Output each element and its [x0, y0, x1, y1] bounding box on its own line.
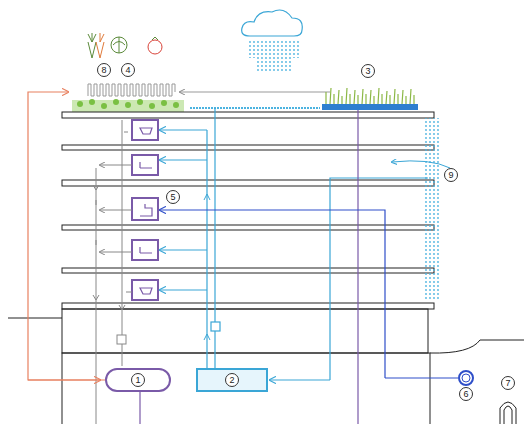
storage-tank: 2	[196, 368, 268, 392]
callout-number: 7	[501, 376, 515, 390]
callout-number: 2	[225, 373, 239, 387]
callout-number: 4	[121, 63, 135, 77]
callout-number: 6	[459, 387, 473, 401]
callout-number: 9	[444, 168, 458, 182]
callout-number: 5	[166, 190, 180, 204]
callout-number: 1	[131, 373, 145, 387]
callout-number: 8	[97, 63, 111, 77]
callout-number: 3	[361, 64, 375, 78]
collector-tank: 1	[105, 368, 171, 392]
